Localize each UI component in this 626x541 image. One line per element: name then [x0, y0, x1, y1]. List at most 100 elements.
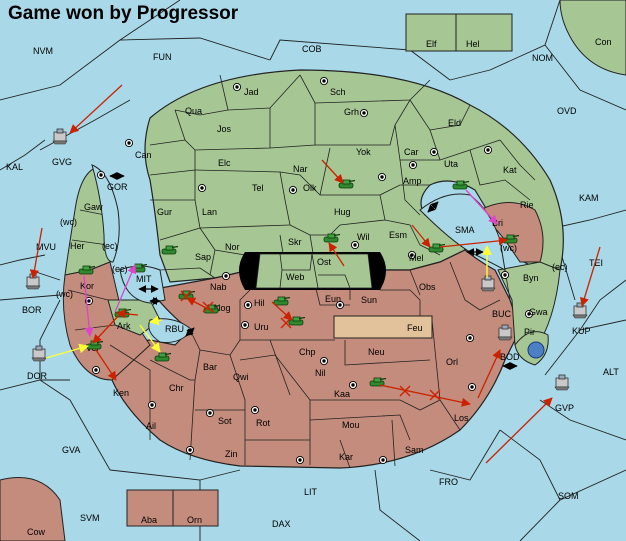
province-feu[interactable]	[333, 315, 433, 339]
label-lit: LIT	[304, 487, 318, 497]
label-chr: Chr	[169, 383, 184, 393]
coast-tag: (ec)	[552, 262, 568, 272]
label-nar: Nar	[293, 164, 308, 174]
label-bor: BOR	[22, 305, 42, 315]
province-con[interactable]	[559, 0, 626, 76]
label-kam: KAM	[579, 193, 599, 203]
label-bod: BOD	[500, 352, 520, 362]
label-elc: Elc	[218, 158, 231, 168]
center-borders	[279, 253, 351, 289]
label-gvp: GVP	[555, 403, 574, 413]
convoy-orders	[83, 189, 498, 337]
label-pir: Pir	[524, 327, 535, 337]
label-car: Car	[404, 147, 419, 157]
label-alt: ALT	[603, 367, 619, 377]
province-labels: NVM FUN COB NOM Con Elf Hel OVD KAL GVG …	[6, 37, 619, 537]
label-wil: Wil	[357, 232, 370, 242]
label-jad: Jad	[244, 87, 259, 97]
label-aba: Aba	[141, 515, 157, 525]
province-hel[interactable]	[455, 13, 513, 52]
label-sun: Sun	[361, 295, 377, 305]
label-web: Web	[286, 272, 304, 282]
label-fro: FRO	[439, 477, 458, 487]
label-orn: Orn	[187, 515, 202, 525]
passage-arrows	[109, 172, 518, 370]
label-mou: Mou	[342, 420, 360, 430]
label-amp: Amp	[403, 176, 422, 186]
label-kat: Kat	[503, 165, 517, 175]
label-con: Con	[595, 37, 612, 47]
label-dor: DOR	[27, 371, 48, 381]
dislodged-fleet-marker[interactable]	[527, 341, 545, 359]
label-rbu: RBU	[165, 324, 184, 334]
label-yok: Yok	[356, 147, 371, 157]
province-cow[interactable]	[0, 477, 66, 541]
label-her: Her	[70, 241, 85, 251]
province-aba[interactable]	[126, 489, 174, 527]
label-buc: BUC	[492, 309, 512, 319]
coast-tag: (ec)	[102, 241, 118, 251]
label-sch: Sch	[330, 87, 346, 97]
label-zin: Zin	[225, 449, 238, 459]
label-byn: Byn	[523, 273, 539, 283]
label-nor: Nor	[225, 242, 240, 252]
label-elf: Elf	[426, 39, 437, 49]
label-mel: Mel	[409, 253, 424, 263]
province-elf[interactable]	[405, 13, 457, 52]
label-qua: Qua	[185, 106, 202, 116]
label-bar: Bar	[203, 362, 217, 372]
label-nog: Nog	[214, 303, 231, 313]
coast-tag: (wc)	[60, 217, 77, 227]
label-lan: Lan	[202, 207, 217, 217]
label-feu: Feu	[407, 323, 423, 333]
province-orn[interactable]	[172, 489, 219, 527]
label-dax: DAX	[272, 519, 291, 529]
label-ost: Ost	[317, 257, 332, 267]
label-kup: KUP	[572, 326, 591, 336]
label-svm: SVM	[80, 513, 100, 523]
label-eld: Eld	[448, 118, 461, 128]
label-gva: GVA	[62, 445, 80, 455]
label-can: Can	[135, 150, 152, 160]
label-sam: Sam	[405, 445, 424, 455]
label-hug: Hug	[334, 207, 351, 217]
label-nvm: NVM	[33, 46, 53, 56]
label-nab: Nab	[210, 282, 227, 292]
label-ail: Ail	[146, 421, 156, 431]
label-fun: FUN	[153, 52, 172, 62]
label-tel: Tel	[252, 183, 264, 193]
label-skr: Skr	[288, 237, 302, 247]
label-gvg: GVG	[52, 157, 72, 167]
label-kor: Kor	[80, 281, 94, 291]
label-nom: NOM	[532, 53, 553, 63]
label-ovd: OVD	[557, 106, 577, 116]
label-kal: KAL	[6, 162, 23, 172]
label-mit: MIT	[136, 274, 152, 284]
label-sma: SMA	[455, 225, 475, 235]
label-mvu: MVU	[36, 242, 56, 252]
label-kaa: Kaa	[334, 389, 350, 399]
label-kar: Kar	[339, 452, 353, 462]
game-result-title: Game won by Progressor	[8, 3, 239, 24]
label-orl: Orl	[446, 357, 458, 367]
lake-gor	[91, 164, 120, 263]
label-gaw: Gaw	[84, 202, 103, 212]
label-rie: Rie	[520, 200, 534, 210]
label-esm: Esm	[389, 230, 407, 240]
label-olk: Olk	[303, 183, 317, 193]
label-gwa: Gwa	[529, 307, 548, 317]
label-chp: Chp	[299, 347, 316, 357]
label-cob: COB	[302, 44, 322, 54]
label-rot: Rot	[256, 418, 271, 428]
center-green-web[interactable]	[255, 253, 373, 289]
coast-tag: (wc)	[500, 243, 517, 253]
label-gor: GOR	[107, 182, 128, 192]
label-hel: Hel	[466, 39, 480, 49]
coast-tag: (wc)	[56, 289, 73, 299]
label-uta: Uta	[444, 159, 458, 169]
label-sot: Sot	[218, 416, 232, 426]
label-ark: Ark	[117, 321, 131, 331]
lake-rbu	[148, 318, 193, 343]
label-sap: Sap	[195, 252, 211, 262]
